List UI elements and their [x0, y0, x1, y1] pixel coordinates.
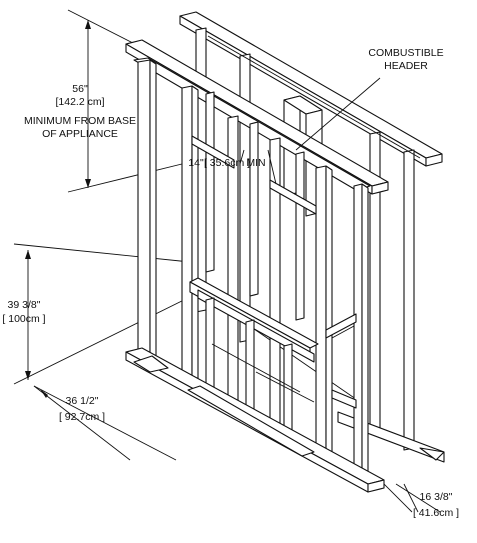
- label-56in-note-1: MINIMUM FROM BASE: [24, 115, 136, 127]
- bottom-plates: [125, 347, 385, 493]
- label-14in-metric: [ 35.6cm ]: [204, 157, 250, 169]
- label-39in-imperial: 39 3/8": [8, 299, 41, 311]
- front-wall-blocking: [191, 120, 317, 215]
- label-14in-min: MIN: [246, 157, 265, 169]
- label-36in-metric: [ 92.7cm ]: [59, 411, 105, 423]
- label-16in-metric: [ 41.6cm ]: [413, 507, 459, 519]
- side-return-framing: [325, 313, 357, 409]
- label-36in: 36 1/2" [ 92.7cm ]: [59, 395, 105, 423]
- opening-inner-framing: [205, 297, 315, 435]
- label-56in-metric: [142.2 cm]: [55, 96, 104, 108]
- label-56in-note-2: OF APPLIANCE: [42, 128, 118, 140]
- label-56in-imperial: 56": [72, 83, 88, 95]
- label-header-line-1: COMBUSTIBLE: [368, 47, 443, 59]
- label-36in-imperial: 36 1/2": [66, 395, 99, 407]
- label-39in: 39 3/8" [ 100cm ]: [2, 299, 45, 325]
- label-56in: 56" [142.2 cm] MINIMUM FROM BASE OF APPL…: [24, 83, 136, 140]
- label-16in-imperial: 16 3/8": [420, 491, 453, 503]
- leader-lines: [239, 77, 381, 185]
- front-wall-studs: [137, 59, 369, 479]
- label-14in-imperial: 14": [188, 157, 204, 169]
- label-16in: 16 3/8" [ 41.6cm ]: [413, 491, 459, 519]
- label-combustible-header: COMBUSTIBLE HEADER: [368, 47, 443, 72]
- label-header-line-2: HEADER: [384, 60, 428, 72]
- label-39in-metric: [ 100cm ]: [2, 313, 45, 325]
- opening-header: [189, 277, 319, 363]
- dimension-39in: [13, 243, 201, 385]
- label-14in: 14" [ 35.6cm ] MIN: [188, 157, 265, 169]
